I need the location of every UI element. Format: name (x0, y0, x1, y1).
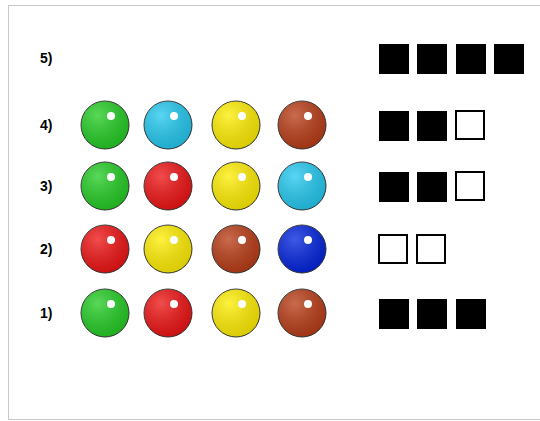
ball-shade (144, 101, 192, 149)
ball-shade (278, 225, 326, 273)
ball-highlight (304, 236, 312, 244)
ball-shade (81, 289, 129, 337)
black-key-peg (417, 44, 447, 74)
ball-highlight (107, 236, 115, 244)
black-key-peg (456, 299, 486, 329)
ball-shade (212, 225, 260, 273)
ball-shade (144, 289, 192, 337)
color-ball (144, 101, 192, 149)
black-key-peg (417, 111, 447, 141)
color-ball (278, 162, 326, 210)
ball-highlight (107, 173, 115, 181)
ball-highlight (170, 112, 178, 120)
ball-highlight (238, 173, 246, 181)
color-ball (81, 101, 129, 149)
ball-highlight (107, 300, 115, 308)
score-pegs (379, 44, 524, 329)
color-ball (81, 225, 129, 273)
color-ball (278, 289, 326, 337)
row-number: 4) (40, 118, 52, 132)
color-ball (144, 289, 192, 337)
black-key-peg (456, 44, 486, 74)
black-key-peg (417, 172, 447, 202)
color-ball (212, 162, 260, 210)
ball-shade (81, 162, 129, 210)
color-ball (212, 101, 260, 149)
ball-shade (81, 101, 129, 149)
ball-highlight (304, 112, 312, 120)
color-ball (278, 225, 326, 273)
black-key-peg (379, 44, 409, 74)
row-number: 5) (40, 51, 52, 65)
color-ball (81, 289, 129, 337)
ball-shade (144, 162, 192, 210)
ball-shade (212, 162, 260, 210)
black-key-peg (494, 44, 524, 74)
white-key-peg (379, 235, 407, 263)
ball-shade (212, 289, 260, 337)
white-key-peg (456, 111, 484, 139)
ball-highlight (170, 236, 178, 244)
color-ball (278, 101, 326, 149)
ball-shade (144, 225, 192, 273)
ball-highlight (170, 173, 178, 181)
color-ball (81, 162, 129, 210)
ball-highlight (304, 300, 312, 308)
board-frame (9, 6, 540, 420)
black-key-peg (379, 299, 409, 329)
black-key-peg (379, 172, 409, 202)
ball-shade (278, 289, 326, 337)
ball-highlight (107, 112, 115, 120)
ball-shade (278, 101, 326, 149)
color-ball (144, 225, 192, 273)
color-ball (212, 225, 260, 273)
black-key-peg (417, 299, 447, 329)
ball-highlight (238, 112, 246, 120)
color-ball (144, 162, 192, 210)
white-key-peg (456, 172, 484, 200)
ball-highlight (304, 173, 312, 181)
ball-highlight (238, 236, 246, 244)
ball-shade (212, 101, 260, 149)
color-ball (212, 289, 260, 337)
ball-shade (278, 162, 326, 210)
ball-highlight (238, 300, 246, 308)
ball-highlight (170, 300, 178, 308)
row-number: 3) (40, 179, 52, 193)
row-number: 1) (40, 306, 52, 320)
guess-pegs (81, 101, 326, 337)
ball-shade (81, 225, 129, 273)
row-number: 2) (40, 242, 52, 256)
white-key-peg (417, 235, 445, 263)
black-key-peg (379, 111, 409, 141)
